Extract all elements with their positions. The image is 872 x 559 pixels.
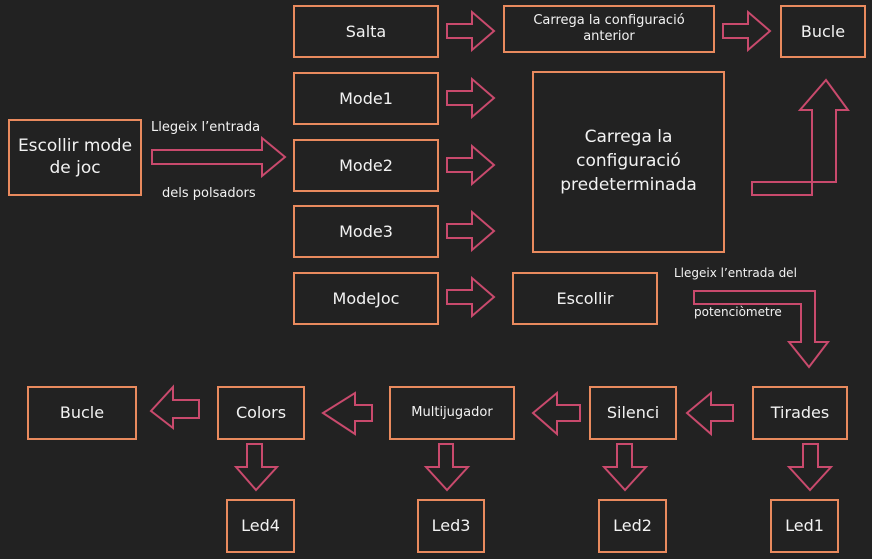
mode-box-mode2: Mode2 xyxy=(293,139,439,192)
input-label-line2: dels polsadors xyxy=(162,186,256,201)
setting-label: Tirades xyxy=(770,403,830,422)
mode-label: Mode3 xyxy=(339,221,393,241)
mode-box-modejoc: ModeJoc xyxy=(293,272,439,325)
mode-box-mode3: Mode3 xyxy=(293,205,439,258)
mode-label: Mode1 xyxy=(339,88,393,108)
mode-box-salta: Salta xyxy=(293,5,439,58)
arrow-bent-down-icon xyxy=(693,290,831,369)
mode-label: Salta xyxy=(345,21,387,41)
setting-box-colors: Colors xyxy=(217,386,305,440)
arrow-right-icon xyxy=(446,275,496,319)
loop-label: Bucle xyxy=(800,21,846,41)
arrow-right-icon xyxy=(446,9,496,53)
arrow-right-icon xyxy=(446,143,496,187)
arrow-left-icon xyxy=(531,390,581,437)
load-previous-label: Carrega la configuració anterior xyxy=(533,12,685,44)
loop-label: Bucle xyxy=(59,403,105,422)
mode-label: ModeJoc xyxy=(332,288,400,308)
led-label: Led1 xyxy=(785,516,824,535)
arrow-down-icon xyxy=(423,443,471,492)
led-box-3: Led3 xyxy=(417,499,485,553)
arrow-right-icon xyxy=(151,135,287,179)
arrow-bent-up-icon xyxy=(751,78,850,196)
led-box-2: Led2 xyxy=(598,499,667,553)
loop-box-bottom: Bucle xyxy=(27,386,137,440)
led-label: Led2 xyxy=(613,516,652,535)
start-box-label: Escollir mode de joc xyxy=(17,136,133,178)
setting-label: Colors xyxy=(235,403,287,422)
load-default-box: Carrega la configuració predeterminada xyxy=(532,71,725,253)
mode-box-mode1: Mode1 xyxy=(293,72,439,125)
arrow-right-icon xyxy=(722,9,772,53)
load-default-label: Carrega la configuració predeterminada xyxy=(560,127,697,195)
setting-box-multijugador: Multijugador xyxy=(389,386,515,440)
arrow-left-icon xyxy=(685,390,734,437)
setting-label: Multijugador xyxy=(411,404,493,420)
input-label-line1: Llegeix l’entrada xyxy=(151,120,261,135)
led-box-1: Led1 xyxy=(770,499,839,553)
arrow-down-icon xyxy=(601,443,649,492)
arrow-left-icon xyxy=(149,384,200,431)
arrow-right-icon xyxy=(446,76,496,120)
setting-label: Silenci xyxy=(606,403,660,422)
arrow-left-icon xyxy=(321,391,373,436)
led-box-4: Led4 xyxy=(226,499,295,553)
pot-label-line1: Llegeix l’entrada del xyxy=(674,266,797,280)
arrow-right-icon xyxy=(446,209,496,253)
loop-box-top: Bucle xyxy=(780,5,866,58)
start-box: Escollir mode de joc xyxy=(8,119,142,196)
mode-label: Mode2 xyxy=(339,155,393,175)
led-label: Led4 xyxy=(241,516,280,535)
choose-box: Escollir xyxy=(512,272,658,325)
setting-box-silenci: Silenci xyxy=(589,386,677,440)
led-label: Led3 xyxy=(431,516,471,535)
choose-label: Escollir xyxy=(556,288,614,308)
arrow-down-icon xyxy=(233,443,280,492)
setting-box-tirades: Tirades xyxy=(752,386,848,440)
pot-label-line2: potenciòmetre xyxy=(694,305,782,319)
arrow-down-icon xyxy=(786,443,834,492)
load-previous-box: Carrega la configuració anterior xyxy=(503,5,715,53)
